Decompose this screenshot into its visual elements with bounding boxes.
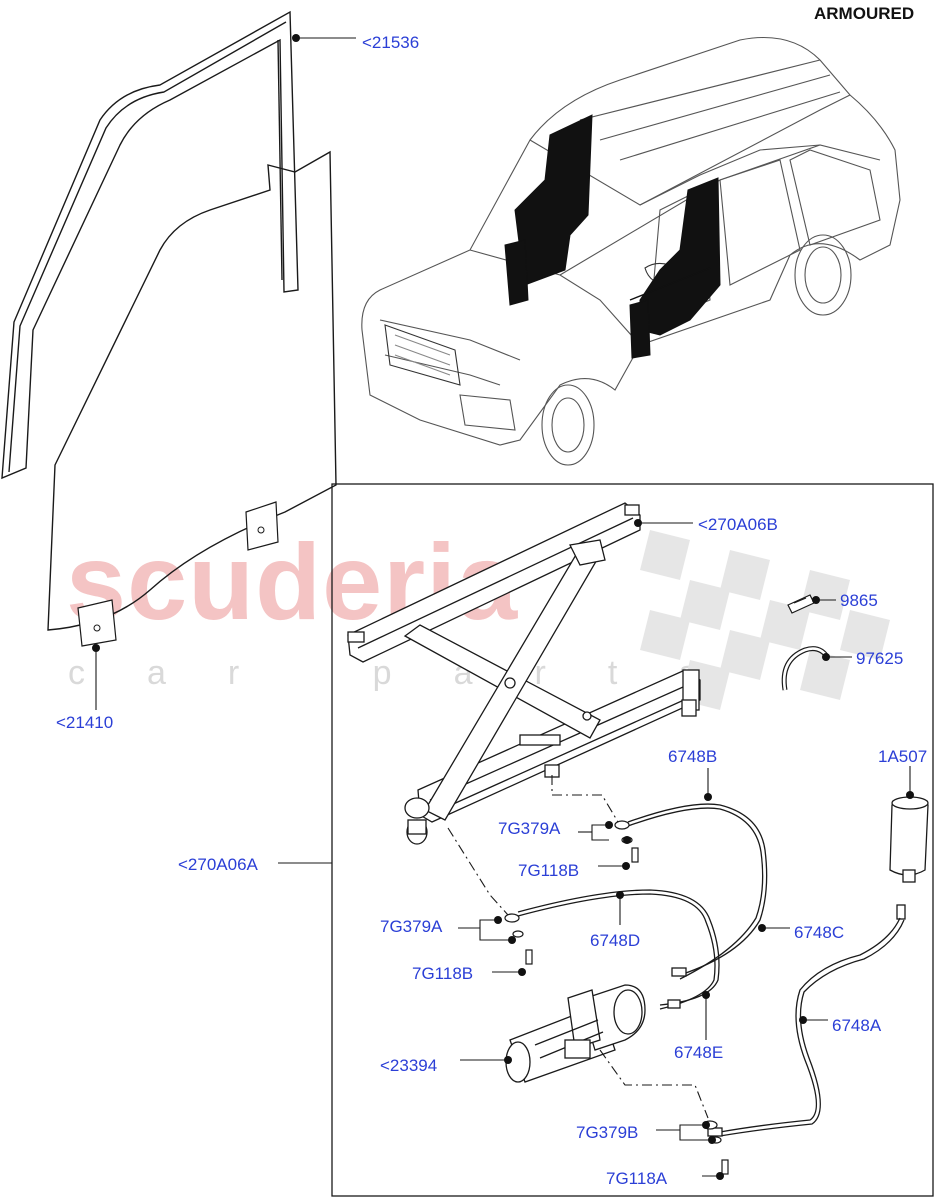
part-label-9865[interactable]: 9865 <box>840 591 878 610</box>
part-label-6748B[interactable]: 6748B <box>668 747 718 766</box>
part-label-7G379B[interactable]: 7G379B <box>576 1123 639 1142</box>
part-label-21536[interactable]: <21536 <box>362 33 420 52</box>
part-label-23394[interactable]: <23394 <box>380 1056 438 1075</box>
variant-tag: ARMOURED <box>814 4 915 23</box>
window-regulator <box>347 502 701 845</box>
hydraulic-reservoir <box>889 796 929 920</box>
part-label-6748D[interactable]: 6748D <box>590 931 641 950</box>
part-label-7G118B-upper[interactable]: 7G118B <box>518 861 580 880</box>
vehicle-mirror-line <box>629 267 711 301</box>
part-label-1A507[interactable]: 1A507 <box>878 747 928 766</box>
part-label-6748C[interactable]: 6748C <box>794 923 845 942</box>
glass-mounting-clip-front <box>77 599 117 647</box>
door-glass <box>47 150 337 631</box>
window-channel-seal <box>1 10 299 480</box>
part-label-6748E[interactable]: 6748E <box>674 1043 724 1062</box>
part-label-21410[interactable]: <21410 <box>56 713 114 732</box>
part-label-7G379A-lower[interactable]: 7G379A <box>380 917 443 936</box>
part-label-270A06B[interactable]: <270A06B <box>698 515 778 534</box>
watermark-checker <box>640 530 890 710</box>
part-label-270A06A[interactable]: <270A06A <box>178 855 258 874</box>
watermark-sub: car parts <box>68 654 759 692</box>
leader-lines <box>95 37 911 1177</box>
part-label-6748A[interactable]: 6748A <box>832 1016 882 1035</box>
part-label-7G118B-lower[interactable]: 7G118B <box>412 964 474 983</box>
part-label-7G118A[interactable]: 7G118A <box>606 1169 668 1188</box>
hydraulic-pipes <box>517 803 905 1137</box>
part-label-7G379A-upper[interactable]: 7G379A <box>498 819 561 838</box>
glass-mounting-clip-rear <box>245 501 279 551</box>
alignment-lines <box>447 775 709 1119</box>
vehicle-regulator-highlight <box>504 114 721 359</box>
pump-motor <box>505 984 646 1083</box>
leader-dots <box>92 34 914 1180</box>
part-label-97625[interactable]: 97625 <box>856 649 904 668</box>
inset-frame <box>331 483 934 1197</box>
vehicle-illustration <box>361 37 901 466</box>
